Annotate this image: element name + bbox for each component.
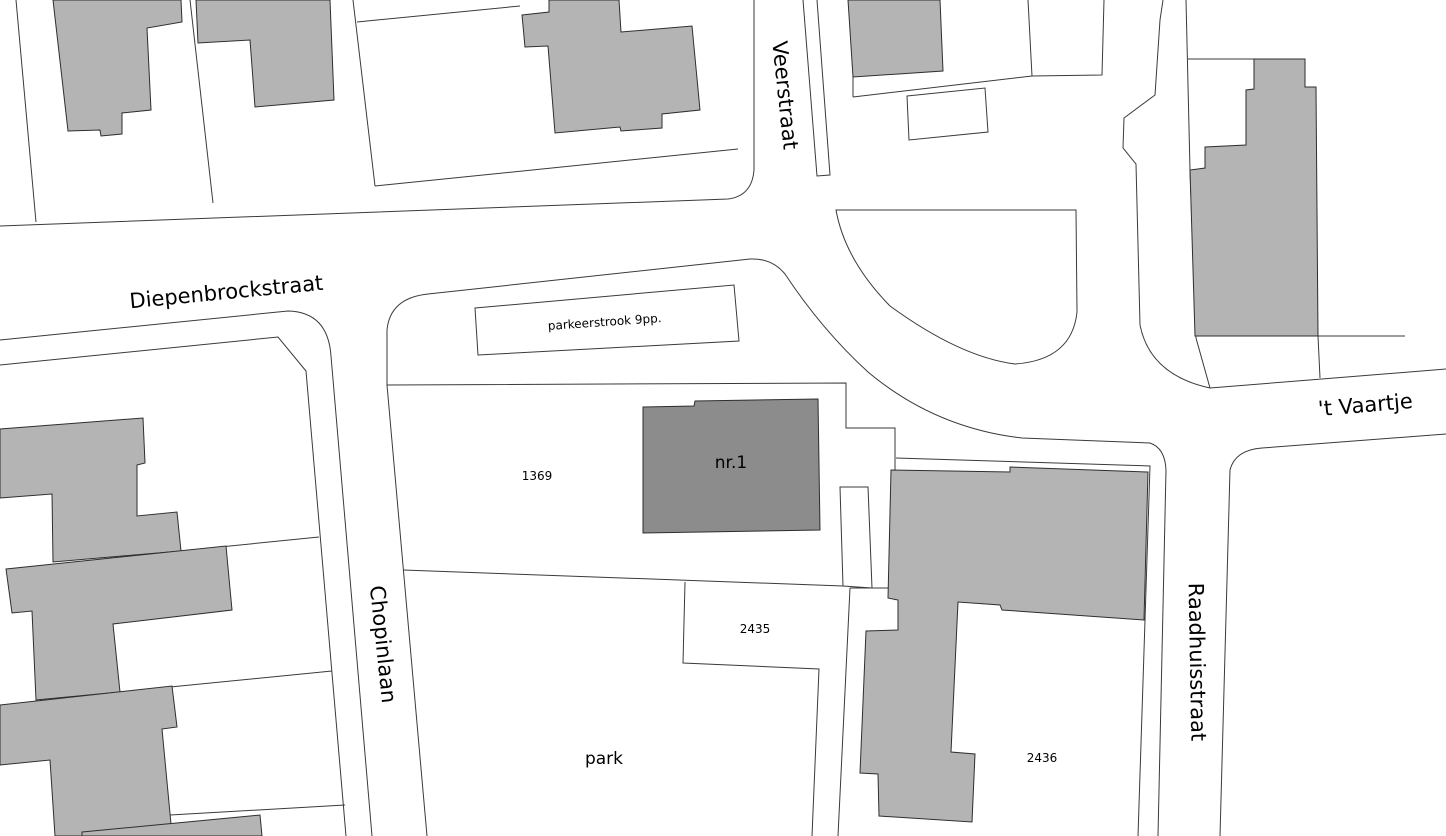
building-nr-1[interactable] [642,398,821,534]
building-nr-1-label: nr.1 [715,453,747,473]
street-label-veerstraat: Veerstraat [767,40,802,151]
street-label-chopinlaan: Chopinlaan [365,584,401,704]
parking-strip[interactable] [474,284,740,356]
street-label-t-vaartje: 't Vaartje [1317,389,1414,421]
green-area [835,209,1078,365]
parcel-label-2435: 2435 [740,622,771,636]
street-label-raadhuisstraat: Raadhuisstraat [1184,582,1211,741]
parcel-label-2436: 2436 [1027,751,1058,765]
parcel-label-1369: 1369 [522,469,553,483]
street-label-diepenbrockstraat: Diepenbrockstraat [128,271,324,314]
park-label: park [585,749,623,769]
parcel-lines [0,0,1405,836]
buildings [0,0,1319,836]
small-plot [906,87,989,141]
